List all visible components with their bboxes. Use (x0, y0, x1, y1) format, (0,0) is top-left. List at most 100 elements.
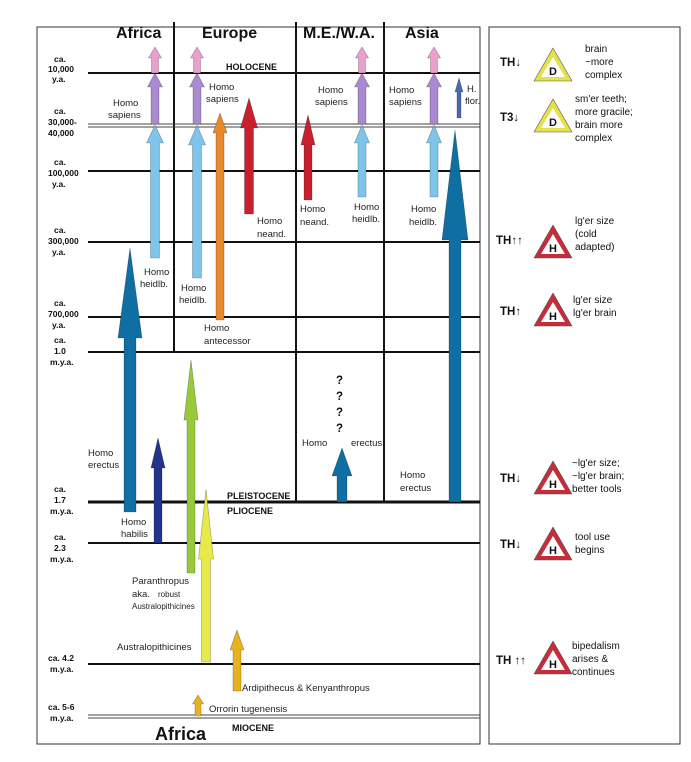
triangle-letter: H (549, 311, 557, 323)
event-holocene: TH↓ D brain ~more complex (500, 44, 622, 82)
svg-text:m.y.a.: m.y.a. (50, 357, 73, 367)
svg-text:m.y.a.: m.y.a. (50, 506, 73, 516)
label-me-neand: Homo neand. (300, 204, 329, 228)
svg-text:brain: brain (585, 44, 607, 55)
svg-text:Homo: Homo (354, 202, 379, 213)
svg-text:erectus: erectus (400, 483, 431, 494)
arrow-eu-neand (240, 96, 258, 215)
event-300000-th: TH↑↑ (496, 235, 523, 247)
svg-text:1.7: 1.7 (54, 495, 66, 505)
svg-text:ca.: ca. (54, 335, 66, 345)
label-af-habilis: Homo habilis (121, 517, 148, 540)
triangle-letter: H (549, 479, 557, 491)
svg-text:m.y.a.: m.y.a. (50, 713, 73, 723)
svg-text:y.a.: y.a. (52, 179, 66, 189)
svg-text:1.0: 1.0 (54, 346, 66, 356)
region-header-africa: Africa (116, 25, 161, 42)
event-4-2myr-th: TH ↑↑ (496, 655, 526, 667)
svg-text:30,000-: 30,000- (48, 117, 77, 127)
arrow-as-flor (454, 76, 464, 119)
svg-text:?: ? (336, 375, 343, 387)
arrow-af-sapiens-pink (147, 46, 163, 74)
time-label-1myr: ca. 1.0 m.y.a. (50, 335, 73, 367)
svg-text:Homo: Homo (300, 204, 325, 215)
svg-text:(cold: (cold (575, 229, 597, 240)
label-as-erectus: Homo erectus (400, 470, 431, 494)
label-australopithicines: Australopithicines (117, 642, 192, 653)
region-header-me-wa: M.E./W.A. (303, 25, 375, 42)
warning-triangle-icon: H (533, 224, 573, 259)
svg-text:erectus: erectus (88, 460, 119, 471)
svg-text:better tools: better tools (572, 484, 621, 495)
svg-text:y.a.: y.a. (52, 247, 66, 257)
svg-text:arises &: arises & (572, 654, 608, 665)
arrow-as-sapiens-lavender (425, 72, 443, 125)
svg-text:neand.: neand. (257, 229, 286, 240)
event-2-3myr: TH↓ H tool use begins (500, 526, 610, 561)
svg-text:40,000: 40,000 (48, 128, 74, 138)
triangle-inner (541, 650, 565, 670)
time-label-10000: ca. 10,000 y.a. (48, 54, 74, 84)
svg-text:brain more: brain more (575, 120, 623, 131)
svg-text:700,000: 700,000 (48, 309, 79, 319)
arrow-as-erectus (441, 129, 469, 503)
warning-triangle-icon: H (533, 292, 573, 327)
svg-text:Homo: Homo (411, 204, 436, 215)
svg-text:heidlb.: heidlb. (179, 295, 207, 306)
triangle-letter: D (549, 66, 557, 78)
arrow-eu-sapiens-pink (189, 46, 205, 74)
svg-text:begins: begins (575, 545, 604, 556)
time-label-5-6myr: ca. 5-6 m.y.a. (48, 702, 75, 723)
region-header-europe: Europe (202, 25, 257, 42)
svg-text:Homo: Homo (204, 323, 229, 334)
label-as-heidlb: Homo heidlb. (409, 204, 437, 228)
arrow-me-sapiens-pink (354, 46, 370, 74)
svg-text:ca.: ca. (54, 157, 66, 167)
svg-text:sm'er teeth;: sm'er teeth; (575, 94, 627, 105)
epoch-holocene: HOLOCENE (226, 62, 277, 72)
svg-text:ca.: ca. (54, 225, 66, 235)
triangle-inner (541, 536, 565, 556)
time-label-700000: ca. 700,000 y.a. (48, 298, 79, 330)
svg-text:continues: continues (572, 667, 615, 678)
lineage-arrows (117, 46, 469, 717)
triangle-letter: H (549, 659, 557, 671)
svg-text:erectus: erectus (351, 438, 382, 449)
svg-text:lg'er size: lg'er size (573, 295, 613, 306)
svg-text:flor.: flor. (465, 96, 480, 107)
svg-text:habilis: habilis (121, 529, 148, 540)
arrow-af-heidlb (146, 124, 164, 259)
svg-text:m.y.a.: m.y.a. (50, 554, 73, 564)
svg-text:Paranthropus: Paranthropus (132, 576, 189, 587)
arrow-me-neand (300, 114, 316, 201)
arrow-af-erectus (117, 247, 143, 513)
warning-triangle-icon: H (533, 460, 573, 495)
svg-text:robust: robust (158, 590, 181, 599)
svg-text:sapiens: sapiens (108, 110, 141, 121)
svg-text:complex: complex (575, 133, 612, 144)
svg-text:lg'er brain: lg'er brain (573, 308, 617, 319)
arrow-af-habilis (150, 437, 166, 544)
arrow-ardipithecus (229, 629, 245, 692)
svg-text:lg'er size: lg'er size (575, 216, 615, 227)
svg-text:y.a.: y.a. (52, 320, 66, 330)
event-2-3myr-th: TH↓ (500, 539, 521, 551)
events-frame (488, 26, 681, 745)
svg-text:bipedalism: bipedalism (572, 641, 620, 652)
epoch-pliocene: PLIOCENE (227, 506, 273, 516)
svg-text:tool use: tool use (575, 532, 610, 543)
svg-text:antecessor: antecessor (204, 336, 250, 347)
arrow-af-sapiens-lavender (146, 72, 164, 125)
event-1-7myr-th: TH↓ (500, 473, 521, 485)
svg-text:adapted): adapted) (575, 242, 614, 253)
arrow-paranthropus (183, 359, 199, 574)
svg-text:heidlb.: heidlb. (140, 279, 168, 290)
triangle-inner (541, 234, 565, 254)
svg-text:Homo: Homo (144, 267, 169, 278)
svg-text:sapiens: sapiens (389, 97, 422, 108)
label-orrorin: Orrorin tugenensis (209, 704, 287, 715)
warning-triangle-icon: D (533, 98, 573, 133)
label-ardipithecus: Ardipithecus & Kenyanthropus (242, 683, 370, 694)
timeline-frame (36, 26, 481, 745)
